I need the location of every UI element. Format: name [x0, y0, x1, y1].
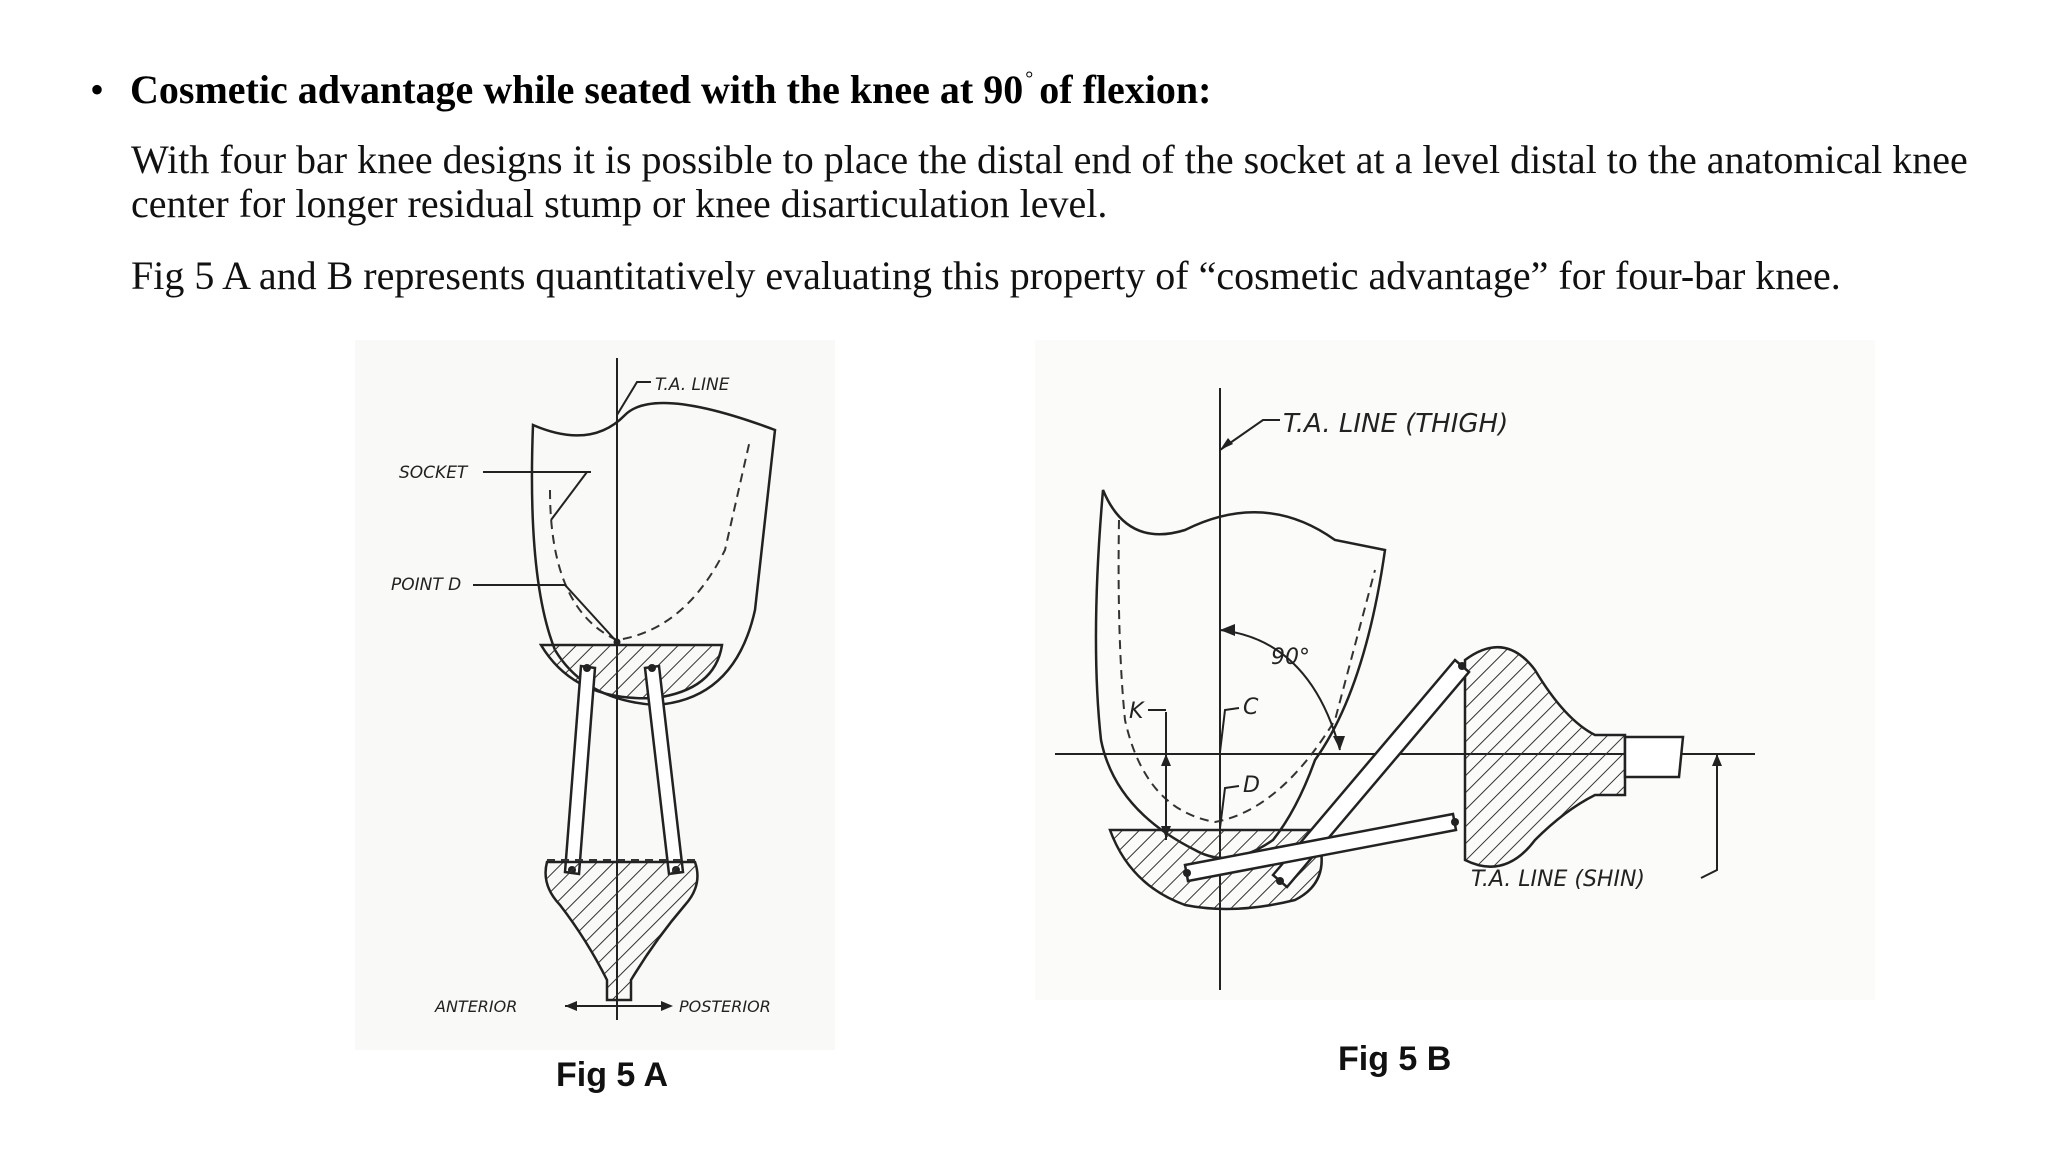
arrow-anterior: [565, 1001, 577, 1011]
paragraph-four-bar-designs: With four bar knee designs it is possibl…: [131, 137, 1968, 226]
figure-5b: T.A. LINE (THIGH) 90°: [1035, 340, 1875, 1000]
figure-5a-drawing: T.A. LINE SOCKET POINT D: [391, 358, 777, 1020]
pivot: [1183, 869, 1191, 877]
pylon: [1623, 735, 1685, 779]
degree-symbol: °: [1025, 68, 1034, 90]
socket-leader: [483, 471, 589, 521]
label-posterior: POSTERIOR: [679, 997, 771, 1016]
arrow-posterior: [661, 1001, 673, 1011]
label-anterior: ANTERIOR: [434, 997, 517, 1016]
ta-line-leader: [616, 381, 651, 416]
point-d-leader: [473, 584, 618, 643]
label-ta-line-thigh: T.A. LINE (THIGH): [1283, 409, 1508, 439]
socket-outline: [530, 401, 777, 707]
pivot: [648, 664, 656, 672]
label-d: D: [1243, 773, 1260, 798]
c-leader: [1219, 707, 1240, 753]
label-socket: SOCKET: [399, 463, 469, 483]
lower-knee-block: [544, 860, 699, 1002]
pivot: [1276, 877, 1284, 885]
paragraph-fig-5-description: Fig 5 A and B represents quantitatively …: [131, 253, 1841, 298]
label-angle: 90°: [1271, 645, 1310, 670]
label-k: K: [1129, 699, 1145, 724]
ta-line-shin-leader: [1700, 754, 1718, 879]
pivot: [1451, 818, 1459, 826]
socket-inner-dashed: [549, 439, 751, 642]
figure-5a: T.A. LINE SOCKET POINT D: [355, 340, 835, 1050]
anterior-link: [563, 664, 597, 876]
pivot: [583, 664, 591, 672]
figure-5b-drawing: T.A. LINE (THIGH) 90°: [1055, 388, 1755, 990]
label-ta-line-shin: T.A. LINE (SHIN): [1471, 867, 1645, 892]
bullet: •: [90, 67, 105, 112]
heading-text-end: of flexion:: [1039, 67, 1212, 112]
upper-knee-block: [538, 643, 724, 700]
caption-fig-5b: Fig 5 B: [1338, 1040, 1452, 1078]
angle-arc: [1219, 629, 1341, 751]
label-ta-line: T.A. LINE: [655, 375, 730, 395]
pivot: [1458, 662, 1466, 670]
ta-line-thigh-leader: [1219, 419, 1280, 451]
point-d-marker: [613, 638, 621, 646]
socket-outline: [1094, 489, 1387, 860]
socket-inner-dashed: [1117, 519, 1376, 824]
label-point-d: POINT D: [391, 575, 461, 595]
caption-fig-5a: Fig 5 A: [556, 1056, 669, 1094]
heading: • Cosmetic advantage while seated with th…: [90, 66, 1212, 113]
shin-block: [1463, 645, 1627, 868]
label-c: C: [1243, 695, 1259, 720]
heading-text: Cosmetic advantage while seated with the…: [130, 67, 1024, 112]
d-leader: [1219, 785, 1240, 829]
